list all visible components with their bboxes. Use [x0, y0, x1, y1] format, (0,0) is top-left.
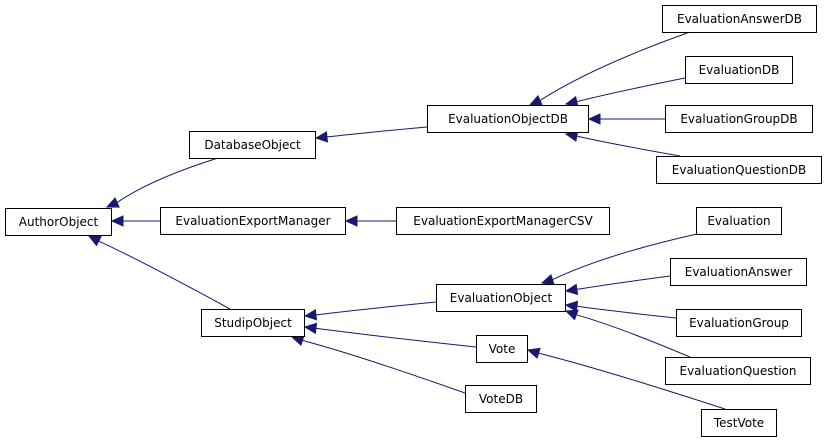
- edge-line: [98, 240, 231, 310]
- edge-evaluation-export-manager-csv-to-evaluation-export-manager: [344, 215, 396, 227]
- arrowhead: [344, 215, 358, 227]
- node-evaluation-db[interactable]: EvaluationDB: [685, 56, 793, 84]
- edge-line: [326, 126, 428, 138]
- node-label: EvaluationGroup: [689, 316, 789, 330]
- node-label: EvaluationExportManagerCSV: [413, 214, 593, 228]
- edge-line: [576, 305, 677, 319]
- arrowhead: [105, 197, 120, 208]
- arrowhead: [528, 94, 543, 106]
- edge-evaluation-export-manager-to-author-object: [110, 215, 160, 227]
- edge-line: [315, 301, 437, 316]
- arrowhead: [110, 215, 124, 227]
- nodes-layer: AuthorObject DatabaseObject EvaluationEx…: [5, 5, 822, 437]
- node-vote-db[interactable]: VoteDB: [465, 385, 537, 413]
- edge-database-object-to-author-object: [105, 157, 219, 208]
- arrowhead: [303, 322, 318, 335]
- edge-line: [315, 327, 477, 348]
- arrowhead: [290, 335, 305, 347]
- node-label: EvaluationAnswer: [685, 265, 793, 279]
- node-label: AuthorObject: [19, 215, 99, 229]
- edge-evaluation-object-to-studip-object: [303, 301, 437, 321]
- edge-studip-object-to-author-object: [87, 235, 231, 310]
- node-evaluation-question[interactable]: EvaluationQuestion: [665, 357, 811, 385]
- node-evaluation-answer-db[interactable]: EvaluationAnswerDB: [662, 5, 817, 33]
- node-label: EvaluationObjectDB: [448, 112, 568, 126]
- node-label: EvaluationExportManager: [175, 214, 330, 228]
- edge-evaluation-question-db-to-evaluation-object-db: [564, 130, 681, 157]
- node-label: Evaluation: [707, 214, 770, 228]
- arrowhead: [564, 309, 579, 321]
- edge-evaluation-db-to-evaluation-object-db: [564, 77, 686, 108]
- node-evaluation-export-manager[interactable]: EvaluationExportManager: [160, 207, 346, 235]
- edge-line: [539, 31, 691, 101]
- node-label: TestVote: [713, 416, 764, 430]
- node-label: EvaluationDB: [699, 63, 780, 77]
- edge-evaluation-question-to-evaluation-object: [564, 309, 691, 358]
- arrowhead: [526, 347, 541, 359]
- node-vote[interactable]: Vote: [476, 335, 528, 363]
- edge-line: [116, 157, 219, 203]
- arrowhead: [314, 131, 329, 143]
- edge-evaluation-answer-db-to-evaluation-object-db: [528, 31, 691, 106]
- arrowhead: [587, 113, 601, 125]
- node-label: StudipObject: [214, 316, 292, 330]
- edges-layer: [87, 31, 726, 410]
- edge-vote-db-to-studip-object: [290, 335, 466, 394]
- node-studip-object[interactable]: StudipObject: [201, 309, 305, 337]
- node-evaluation-answer[interactable]: EvaluationAnswer: [670, 258, 807, 286]
- edge-evaluation-object-db-to-database-object: [314, 126, 428, 143]
- arrowhead: [303, 309, 318, 321]
- node-test-vote[interactable]: TestVote: [701, 409, 777, 437]
- edge-evaluation-answer-to-evaluation-object: [564, 275, 671, 296]
- edge-line: [302, 339, 466, 394]
- node-evaluation-object-db[interactable]: EvaluationObjectDB: [427, 105, 589, 133]
- node-database-object[interactable]: DatabaseObject: [189, 131, 316, 159]
- edge-line: [576, 314, 691, 358]
- edge-line: [538, 352, 726, 410]
- arrowhead: [564, 283, 579, 296]
- node-label: EvaluationObject: [450, 291, 553, 305]
- edge-evaluation-to-evaluation-object: [540, 233, 698, 286]
- arrowhead: [87, 235, 102, 247]
- edge-evaluation-group-db-to-evaluation-object-db: [587, 113, 666, 125]
- edge-line: [576, 275, 671, 290]
- edge-evaluation-group-to-evaluation-object: [564, 300, 677, 319]
- edge-line: [552, 233, 698, 281]
- node-label: Vote: [489, 342, 516, 356]
- node-label: EvaluationQuestion: [680, 364, 797, 378]
- edge-line: [576, 77, 686, 103]
- node-evaluation-question-db[interactable]: EvaluationQuestionDB: [656, 156, 822, 184]
- node-evaluation-group-db[interactable]: EvaluationGroupDB: [665, 105, 813, 133]
- arrowhead: [564, 300, 579, 313]
- node-evaluation-export-manager-csv[interactable]: EvaluationExportManagerCSV: [396, 207, 610, 235]
- node-label: EvaluationGroupDB: [680, 112, 797, 126]
- node-label: EvaluationQuestionDB: [672, 163, 806, 177]
- node-author-object[interactable]: AuthorObject: [5, 208, 112, 236]
- node-evaluation[interactable]: Evaluation: [696, 207, 782, 235]
- arrowhead: [540, 274, 555, 286]
- edge-vote-to-studip-object: [303, 322, 477, 348]
- node-label: DatabaseObject: [204, 138, 301, 152]
- node-evaluation-object[interactable]: EvaluationObject: [436, 284, 566, 312]
- node-evaluation-group[interactable]: EvaluationGroup: [676, 309, 802, 337]
- edge-test-vote-to-vote: [526, 347, 726, 410]
- node-label: VoteDB: [479, 392, 523, 406]
- node-label: EvaluationAnswerDB: [677, 12, 802, 26]
- edge-line: [576, 135, 681, 157]
